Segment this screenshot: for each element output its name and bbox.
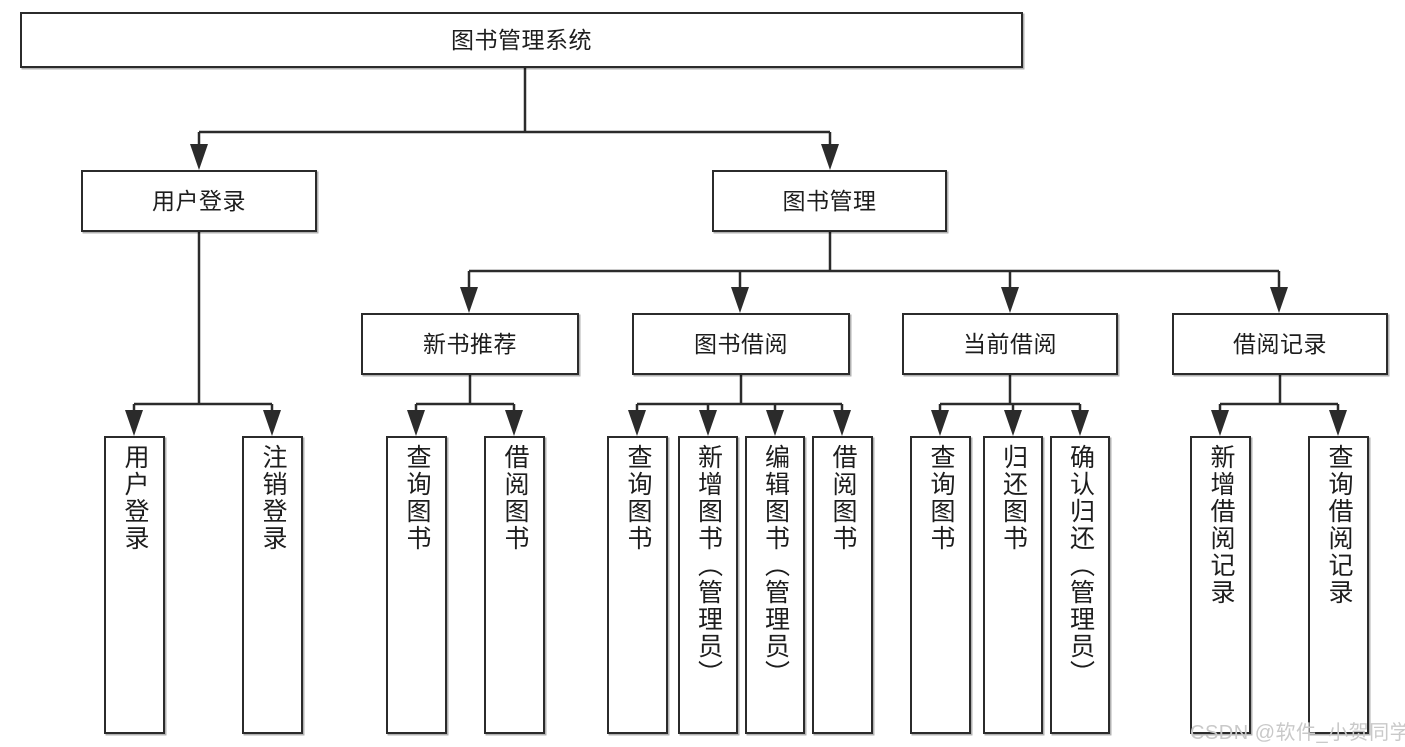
edge-arrow-borrow-leaf-borrow-1-head <box>628 410 646 436</box>
node-records[interactable]: 借阅记录 <box>1172 313 1388 375</box>
edge-arrow-bookmgmt-newbook-head <box>460 287 478 313</box>
node-label: 用户登录 <box>152 187 246 214</box>
node-label: 借阅记录 <box>1233 330 1327 357</box>
edge-arrow-borrow-leaf-borrow-3-head <box>766 410 784 436</box>
edge-arrow-bookmgmt-records-head <box>1270 287 1288 313</box>
node-leaf-borrow-1[interactable]: 查询图书 <box>607 436 668 734</box>
edge-arrow-current-leaf-cur-1-head <box>931 410 949 436</box>
node-current[interactable]: 当前借阅 <box>902 313 1118 375</box>
node-label: 当前借阅 <box>963 330 1057 357</box>
node-login[interactable]: 用户登录 <box>81 170 317 232</box>
edge-arrow-current-leaf-cur-2-head <box>1004 410 1022 436</box>
edge-arrow-root-bookmgmt-head <box>821 144 839 170</box>
edge-arrow-newbook-leaf-new-2-head <box>505 410 523 436</box>
node-label: 借阅图书 <box>829 444 857 552</box>
node-label: 确认归还（管理员） <box>1066 444 1095 687</box>
node-label: 图书管理 <box>782 187 877 214</box>
node-leaf-login-2[interactable]: 注销登录 <box>242 436 303 734</box>
edge-arrow-bookmgmt-current-head <box>1001 287 1019 313</box>
node-label: 图书借阅 <box>694 330 788 357</box>
node-leaf-new-1[interactable]: 查询图书 <box>386 436 447 734</box>
edge-arrow-current-leaf-cur-3-head <box>1071 410 1089 436</box>
node-root[interactable]: 图书管理系统 <box>20 12 1023 68</box>
edge-arrow-root-login-head <box>190 144 208 170</box>
node-leaf-rec-2[interactable]: 查询借阅记录 <box>1308 436 1369 734</box>
node-label: 查询图书 <box>927 444 955 552</box>
node-label: 新书推荐 <box>423 330 517 357</box>
edge-arrow-login-leaf-login-1-head <box>125 410 143 436</box>
node-leaf-cur-1[interactable]: 查询图书 <box>910 436 971 734</box>
node-label: 借阅图书 <box>501 444 529 552</box>
node-leaf-borrow-4[interactable]: 借阅图书 <box>812 436 873 734</box>
node-leaf-borrow-2[interactable]: 新增图书（管理员） <box>678 436 738 734</box>
node-label: 编辑图书（管理员） <box>761 444 790 687</box>
node-label: 查询借阅记录 <box>1325 444 1353 606</box>
node-leaf-cur-2[interactable]: 归还图书 <box>983 436 1043 734</box>
node-leaf-cur-3[interactable]: 确认归还（管理员） <box>1050 436 1110 734</box>
node-bookmgmt[interactable]: 图书管理 <box>712 170 947 232</box>
node-leaf-new-2[interactable]: 借阅图书 <box>484 436 545 734</box>
node-newbook[interactable]: 新书推荐 <box>361 313 579 375</box>
edge-arrow-records-leaf-rec-2-head <box>1329 410 1347 436</box>
node-leaf-rec-1[interactable]: 新增借阅记录 <box>1190 436 1251 734</box>
node-leaf-borrow-3[interactable]: 编辑图书（管理员） <box>745 436 805 734</box>
node-label: 新增图书（管理员） <box>694 444 723 687</box>
edge-arrow-login-leaf-login-2-head <box>263 410 281 436</box>
node-label: 注销登录 <box>259 444 287 552</box>
node-label: 新增借阅记录 <box>1207 444 1235 606</box>
edge-arrow-newbook-leaf-new-1-head <box>407 410 425 436</box>
node-leaf-login-1[interactable]: 用户登录 <box>104 436 165 734</box>
node-label: 归还图书 <box>999 444 1028 552</box>
node-label: 查询图书 <box>403 444 431 552</box>
edge-arrow-records-leaf-rec-1-head <box>1211 410 1229 436</box>
node-borrow[interactable]: 图书借阅 <box>632 313 850 375</box>
edge-arrow-borrow-leaf-borrow-2-head <box>699 410 717 436</box>
edge-arrow-bookmgmt-borrow-head <box>731 287 749 313</box>
node-label: 图书管理系统 <box>451 26 592 53</box>
node-label: 查询图书 <box>624 444 652 552</box>
node-label: 用户登录 <box>121 444 149 552</box>
edge-arrow-borrow-leaf-borrow-4-head <box>833 410 851 436</box>
